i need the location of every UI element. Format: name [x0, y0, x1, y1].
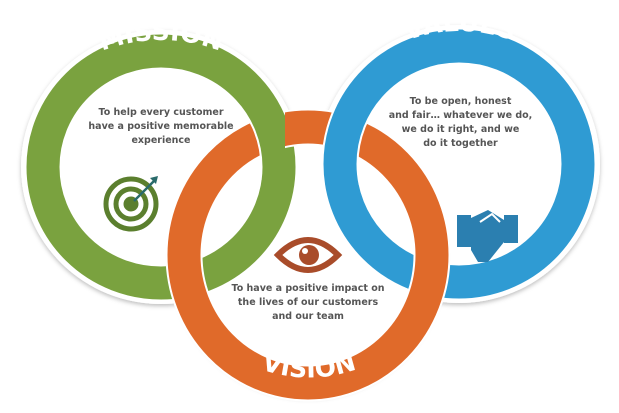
values-line: To be open, honest	[409, 96, 512, 107]
mission-line: have a positive memorable	[88, 121, 234, 132]
vision-line: To have a positive impact on	[231, 283, 385, 294]
mission-description: To help every customer have a positive m…	[76, 106, 246, 148]
handshake-icon	[457, 210, 518, 262]
values-description: To be open, honest and fair… whatever we…	[378, 95, 543, 151]
vision-line: the lives of our customers	[237, 297, 379, 308]
values-line: and fair… whatever we do,	[388, 110, 533, 121]
eye-icon	[273, 237, 343, 273]
vision-ring	[167, 110, 449, 400]
values-line: we do it right, and we	[401, 124, 520, 135]
vision-description: To have a positive impact on the lives o…	[223, 282, 393, 324]
mission-line: To help every customer	[98, 107, 224, 118]
vision-line: and our team	[272, 311, 344, 322]
mission-line: experience	[131, 135, 191, 146]
target-icon	[103, 176, 159, 232]
values-line: do it together	[423, 138, 498, 149]
